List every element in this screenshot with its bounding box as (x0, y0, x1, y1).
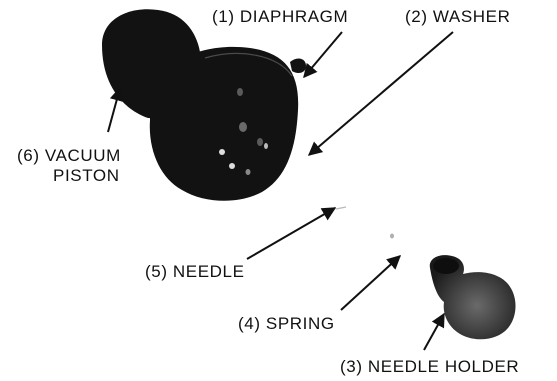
spring-part (390, 234, 394, 239)
disc-hole (239, 122, 247, 132)
label-needle-holder: (3) NEEDLE HOLDER (340, 357, 519, 377)
disc-hole (229, 163, 235, 169)
label-diaphragm: (1) DIAPHRAGM (212, 7, 348, 27)
needle-part (336, 207, 346, 209)
diaphragm-tab (290, 59, 306, 74)
label-spring: (4) SPRING (238, 314, 335, 334)
vacuum-piston-assembly (102, 9, 306, 201)
disc-hole (219, 149, 225, 155)
label-washer: (2) WASHER (405, 7, 511, 27)
label-vacuum-piston-line1: (6) VACUUM (17, 146, 121, 166)
disc-hole (237, 88, 243, 96)
arrow-needle-holder (424, 314, 444, 350)
label-vacuum-piston: (6) VACUUM PISTON (17, 146, 121, 186)
disc-hole (257, 138, 263, 146)
disc-hole (264, 143, 268, 149)
needle-holder-top (433, 258, 459, 274)
needle-holder-part (430, 255, 516, 339)
arrow-washer (309, 32, 453, 155)
arrow-needle (247, 208, 335, 259)
label-vacuum-piston-line2: PISTON (17, 166, 121, 186)
arrow-vacuum-piston (108, 88, 120, 132)
arrow-diaphragm (304, 32, 342, 77)
disc-hole (246, 169, 251, 175)
arrow-spring (341, 256, 400, 310)
diaphragm-disc (150, 47, 298, 201)
label-needle: (5) NEEDLE (145, 262, 245, 282)
